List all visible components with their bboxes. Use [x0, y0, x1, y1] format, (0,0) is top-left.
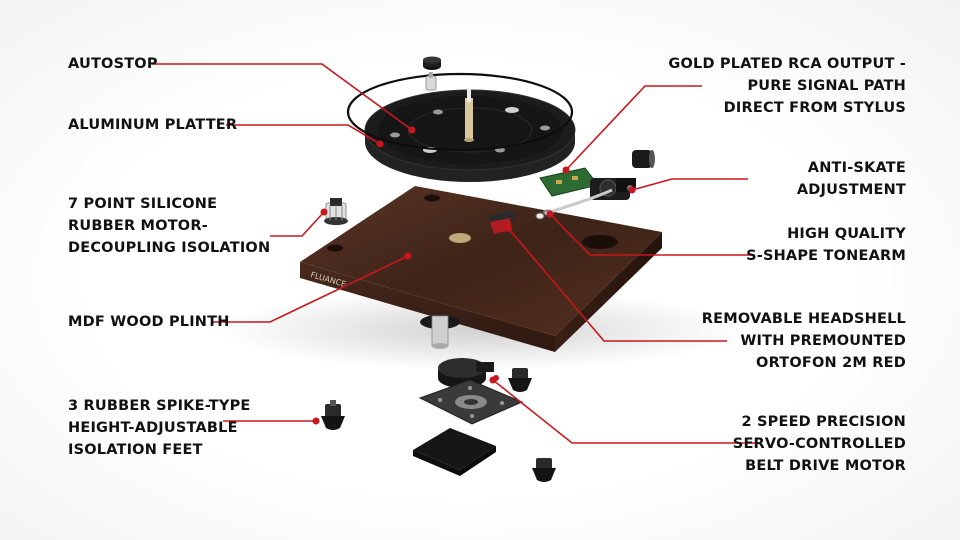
motor-plate-part	[418, 379, 524, 425]
leader-tonearm	[549, 213, 752, 256]
autostop-part	[423, 56, 441, 91]
leader-dot-autostop	[408, 126, 416, 134]
label-mdf-plinth: MDF WOOD PLINTH	[68, 311, 230, 333]
label-line: 7 POINT SILICONE	[68, 196, 218, 212]
label-line: ORTOFON 2M RED	[756, 355, 906, 371]
label-line: ANTI-SKATE	[807, 160, 906, 176]
leader-dots	[312, 126, 636, 425]
silicone-isolator-part	[324, 198, 348, 225]
label-rca-output: GOLD PLATED RCA OUTPUT - PURE SIGNAL PAT…	[668, 53, 906, 119]
leader-dot-platter	[376, 140, 384, 148]
isolation-foot-right-2	[532, 458, 556, 482]
leader-mdf-plinth	[213, 255, 409, 323]
leader-dot-tonearm	[546, 210, 554, 218]
leader-silicone-isolation	[270, 211, 325, 237]
leader-aluminum-platter	[226, 124, 381, 145]
label-line: SERVO-CONTROLLED	[732, 436, 906, 452]
label-line: ADJUSTMENT	[796, 182, 906, 198]
label-line: DIRECT FROM STYLUS	[723, 100, 906, 116]
label-tonearm: HIGH QUALITY S-SHAPE TONEARM	[746, 223, 906, 267]
leader-lines	[152, 63, 758, 444]
leader-anti-skate	[631, 178, 748, 191]
label-line: ALUMINUM PLATTER	[68, 117, 238, 133]
leader-motor	[492, 379, 758, 444]
leader-dot-headshell	[504, 224, 512, 232]
mdf-plinth-part: FLUANCE	[300, 186, 662, 352]
label-line: GOLD PLATED RCA OUTPUT -	[668, 56, 906, 72]
label-line: AUTOSTOP	[68, 56, 158, 72]
aluminum-platter-part	[364, 88, 576, 182]
label-aluminum-platter: ALUMINUM PLATTER	[68, 114, 237, 136]
tonearm-part	[544, 150, 655, 216]
label-line: 3 RUBBER SPIKE-TYPE	[68, 398, 251, 414]
leader-headshell	[507, 227, 727, 342]
leader-dot-rca	[562, 166, 570, 174]
leader-dot-anti-skate	[628, 186, 636, 194]
label-line: HIGH QUALITY	[787, 226, 906, 242]
label-line: S-SHAPE TONEARM	[746, 248, 906, 264]
label-headshell: REMOVABLE HEADSHELL WITH PREMOUNTED ORTO…	[702, 308, 906, 374]
isolation-foot-left	[321, 400, 345, 430]
label-line: HEIGHT-ADJUSTABLE	[68, 420, 238, 436]
rca-output-board	[539, 167, 599, 197]
label-motor: 2 SPEED PRECISION SERVO-CONTROLLED BELT …	[733, 411, 906, 477]
label-line: DECOUPLING ISOLATION	[68, 240, 271, 256]
label-line: RUBBER MOTOR-	[68, 218, 208, 234]
label-line: PURE SIGNAL PATH	[747, 78, 906, 94]
label-line: MDF WOOD PLINTH	[68, 314, 230, 330]
leader-dot-isolation	[320, 208, 328, 216]
label-line: 2 SPEED PRECISION	[741, 414, 906, 430]
label-line: REMOVABLE HEADSHELL	[701, 311, 906, 327]
label-isolation-feet: 3 RUBBER SPIKE-TYPE HEIGHT-ADJUSTABLE IS…	[68, 395, 251, 461]
bearing-part	[420, 315, 460, 349]
label-line: WITH PREMOUNTED	[740, 333, 906, 349]
leader-rca-output	[565, 85, 702, 171]
label-line: ISOLATION FEET	[68, 442, 203, 458]
leader-dot-plinth	[404, 252, 412, 260]
label-silicone-isolation: 7 POINT SILICONE RUBBER MOTOR- DECOUPLIN…	[68, 193, 270, 259]
label-line: BELT DRIVE MOTOR	[745, 458, 906, 474]
leader-dot-feet	[312, 417, 320, 425]
leader-dot-motor	[489, 376, 497, 384]
leader-autostop	[152, 63, 413, 131]
label-anti-skate: ANTI-SKATE ADJUSTMENT	[797, 157, 906, 201]
drive-belt	[346, 72, 574, 152]
motor-cover-part	[413, 428, 496, 476]
label-autostop: AUTOSTOP	[68, 53, 158, 75]
isolation-foot-right-1	[508, 368, 532, 392]
